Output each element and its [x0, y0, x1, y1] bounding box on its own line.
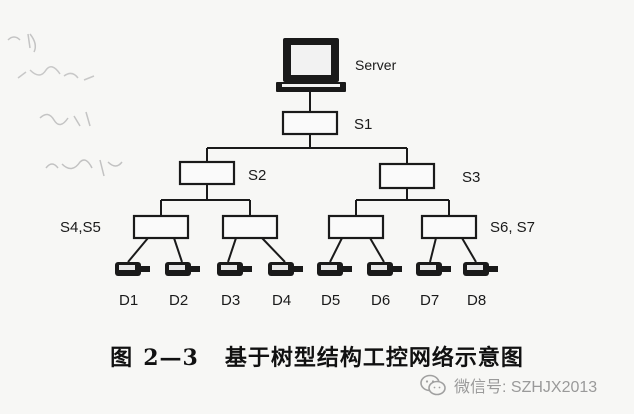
- connection-lines: [127, 92, 477, 263]
- device-icon: [317, 262, 352, 276]
- switch-s2: [178, 160, 236, 186]
- figure-label: 图: [110, 345, 134, 371]
- device-icon: [115, 262, 150, 276]
- device-icon: [367, 262, 402, 276]
- figure-title: 基于树型结构工控网络示意图: [224, 345, 524, 371]
- device-icon: [416, 262, 451, 276]
- figure-caption: 图 2—3 基于树型结构工控网络示意图: [0, 340, 634, 372]
- switch-s1: [281, 110, 339, 136]
- switch-label-s4-s5: S4,S5: [60, 219, 101, 236]
- device-icon: [217, 262, 252, 276]
- switch-label-s1: S1: [354, 116, 372, 133]
- switch-s7: [420, 214, 478, 240]
- device-label: D7: [420, 292, 439, 309]
- switch-label-s3: S3: [462, 169, 480, 186]
- switch-s4: [132, 214, 190, 240]
- device-label: D3: [221, 292, 240, 309]
- device-label: D2: [169, 292, 188, 309]
- switch-s5: [221, 214, 279, 240]
- device-label: D6: [371, 292, 390, 309]
- server-computer-icon: [276, 38, 346, 92]
- device-label: D8: [467, 292, 486, 309]
- figure-number: 2—3: [143, 345, 199, 371]
- device-icon: [463, 262, 498, 276]
- wechat-watermark: 微信号: SZHJX2013: [420, 370, 630, 400]
- device-icon: [165, 262, 200, 276]
- switch-s6: [327, 214, 385, 240]
- device-icon: [268, 262, 303, 276]
- handwritten-marks: [7, 33, 123, 177]
- switch-label-s6-s7: S6, S7: [490, 219, 535, 236]
- watermark-text: 微信号: SZHJX2013: [454, 379, 598, 396]
- device-label: D5: [321, 292, 340, 309]
- device-label: D1: [119, 292, 138, 309]
- wechat-icon: [420, 374, 446, 396]
- device-label: D4: [272, 292, 291, 309]
- switch-s3: [378, 162, 436, 190]
- server-label: Server: [355, 57, 397, 73]
- switch-label-s2: S2: [248, 167, 266, 184]
